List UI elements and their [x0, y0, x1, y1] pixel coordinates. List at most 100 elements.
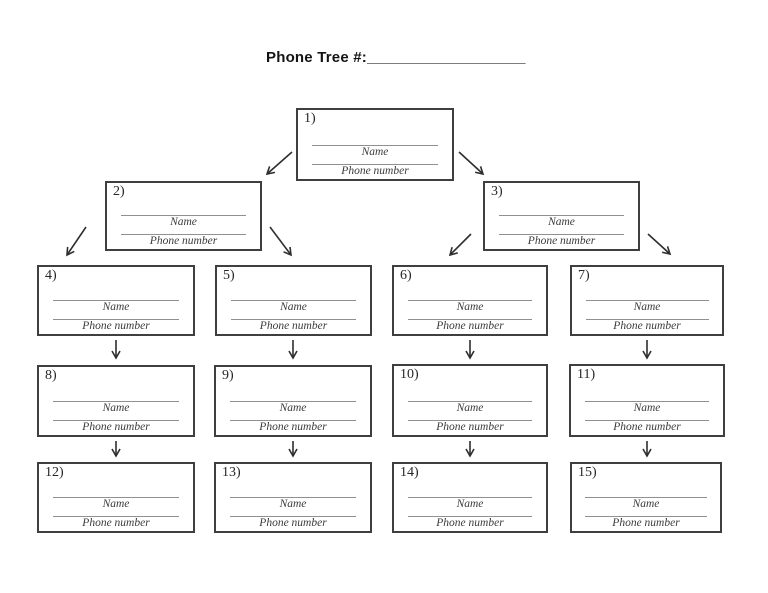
name-label: Name — [633, 301, 661, 313]
node-11-name-field[interactable]: Name — [584, 401, 710, 415]
phone-line[interactable] — [229, 420, 357, 421]
node-5: 5) Name Phone number — [215, 265, 372, 336]
phone-label: Phone number — [527, 235, 596, 247]
name-label: Name — [279, 498, 307, 510]
name-line[interactable] — [407, 300, 533, 301]
phone-line[interactable] — [584, 420, 710, 421]
node-11-phone-field[interactable]: Phone number — [584, 420, 710, 434]
node-6: 6) Name Phone number — [392, 265, 548, 336]
name-line[interactable] — [585, 497, 707, 498]
node-3-name-field[interactable]: Name — [498, 215, 625, 229]
node-3-number: 3) — [491, 184, 503, 199]
node-5-phone-field[interactable]: Phone number — [230, 319, 357, 333]
arrow-1-to-3 — [458, 151, 485, 176]
phone-label: Phone number — [436, 421, 504, 433]
name-line[interactable] — [52, 497, 180, 498]
phone-label: Phone number — [612, 517, 680, 529]
node-8: 8) Name Phone number — [37, 365, 195, 437]
node-4-number: 4) — [45, 268, 57, 283]
node-15-phone-field[interactable]: Phone number — [585, 516, 707, 530]
node-4: 4) Name Phone number — [37, 265, 195, 336]
phone-line[interactable] — [229, 516, 357, 517]
phone-line[interactable] — [120, 234, 247, 235]
name-line[interactable] — [584, 401, 710, 402]
name-line[interactable] — [407, 497, 533, 498]
name-line[interactable] — [311, 145, 439, 146]
node-12-name-field[interactable]: Name — [52, 497, 180, 511]
node-9-number: 9) — [222, 368, 234, 383]
phone-line[interactable] — [407, 516, 533, 517]
phone-label: Phone number — [259, 421, 327, 433]
name-line[interactable] — [52, 300, 180, 301]
name-line[interactable] — [585, 300, 709, 301]
name-line[interactable] — [120, 215, 247, 216]
node-2: 2) Name Phone number — [105, 181, 262, 251]
node-13-number: 13) — [222, 465, 241, 480]
node-3-phone-field[interactable]: Phone number — [498, 234, 625, 248]
node-6-phone-field[interactable]: Phone number — [407, 319, 533, 333]
node-10-phone-field[interactable]: Phone number — [407, 420, 533, 434]
phone-label: Phone number — [436, 320, 504, 332]
title-blank-line[interactable]: ___________________ — [366, 49, 526, 66]
phone-line[interactable] — [585, 319, 709, 320]
node-7: 7) Name Phone number — [570, 265, 724, 336]
name-line[interactable] — [229, 401, 357, 402]
name-label: Name — [456, 402, 484, 414]
node-9-phone-field[interactable]: Phone number — [229, 420, 357, 434]
name-label: Name — [102, 301, 130, 313]
node-14-phone-field[interactable]: Phone number — [407, 516, 533, 530]
node-1-number: 1) — [304, 111, 316, 126]
node-9-name-field[interactable]: Name — [229, 401, 357, 415]
phone-line[interactable] — [52, 420, 180, 421]
node-2-name-field[interactable]: Name — [120, 215, 247, 229]
node-10-name-field[interactable]: Name — [407, 401, 533, 415]
node-6-name-field[interactable]: Name — [407, 300, 533, 314]
node-14: 14) Name Phone number — [392, 462, 548, 533]
name-label: Name — [632, 498, 660, 510]
node-7-name-field[interactable]: Name — [585, 300, 709, 314]
node-14-name-field[interactable]: Name — [407, 497, 533, 511]
name-line[interactable] — [230, 300, 357, 301]
phone-line[interactable] — [52, 516, 180, 517]
name-label: Name — [102, 498, 130, 510]
node-5-number: 5) — [223, 268, 235, 283]
phone-label: Phone number — [259, 320, 328, 332]
node-8-phone-field[interactable]: Phone number — [52, 420, 180, 434]
phone-line[interactable] — [407, 420, 533, 421]
node-8-name-field[interactable]: Name — [52, 401, 180, 415]
node-7-phone-field[interactable]: Phone number — [585, 319, 709, 333]
name-label: Name — [280, 301, 307, 313]
node-15-name-field[interactable]: Name — [585, 497, 707, 511]
phone-line[interactable] — [407, 319, 533, 320]
node-4-phone-field[interactable]: Phone number — [52, 319, 180, 333]
name-line[interactable] — [52, 401, 180, 402]
phone-line[interactable] — [230, 319, 357, 320]
node-2-phone-field[interactable]: Phone number — [120, 234, 247, 248]
name-line[interactable] — [498, 215, 625, 216]
name-label: Name — [456, 301, 484, 313]
name-label: Name — [548, 216, 575, 228]
page-title: Phone Tree #:___________________ — [266, 49, 525, 66]
node-12-number: 12) — [45, 465, 64, 480]
node-12-phone-field[interactable]: Phone number — [52, 516, 180, 530]
phone-line[interactable] — [498, 234, 625, 235]
node-9: 9) Name Phone number — [214, 365, 372, 437]
node-1-phone-field[interactable]: Phone number — [311, 164, 439, 178]
phone-line[interactable] — [311, 164, 439, 165]
node-6-number: 6) — [400, 268, 412, 283]
node-3: 3) Name Phone number — [483, 181, 640, 251]
node-7-number: 7) — [578, 268, 590, 283]
arrow-2-to-5 — [269, 226, 292, 257]
node-8-number: 8) — [45, 368, 57, 383]
node-4-name-field[interactable]: Name — [52, 300, 180, 314]
name-line[interactable] — [229, 497, 357, 498]
node-13-name-field[interactable]: Name — [229, 497, 357, 511]
phone-line[interactable] — [585, 516, 707, 517]
phone-line[interactable] — [52, 319, 180, 320]
node-13-phone-field[interactable]: Phone number — [229, 516, 357, 530]
node-5-name-field[interactable]: Name — [230, 300, 357, 314]
node-10-number: 10) — [400, 367, 419, 382]
name-line[interactable] — [407, 401, 533, 402]
node-1-name-field[interactable]: Name — [311, 145, 439, 159]
phone-label: Phone number — [82, 517, 150, 529]
